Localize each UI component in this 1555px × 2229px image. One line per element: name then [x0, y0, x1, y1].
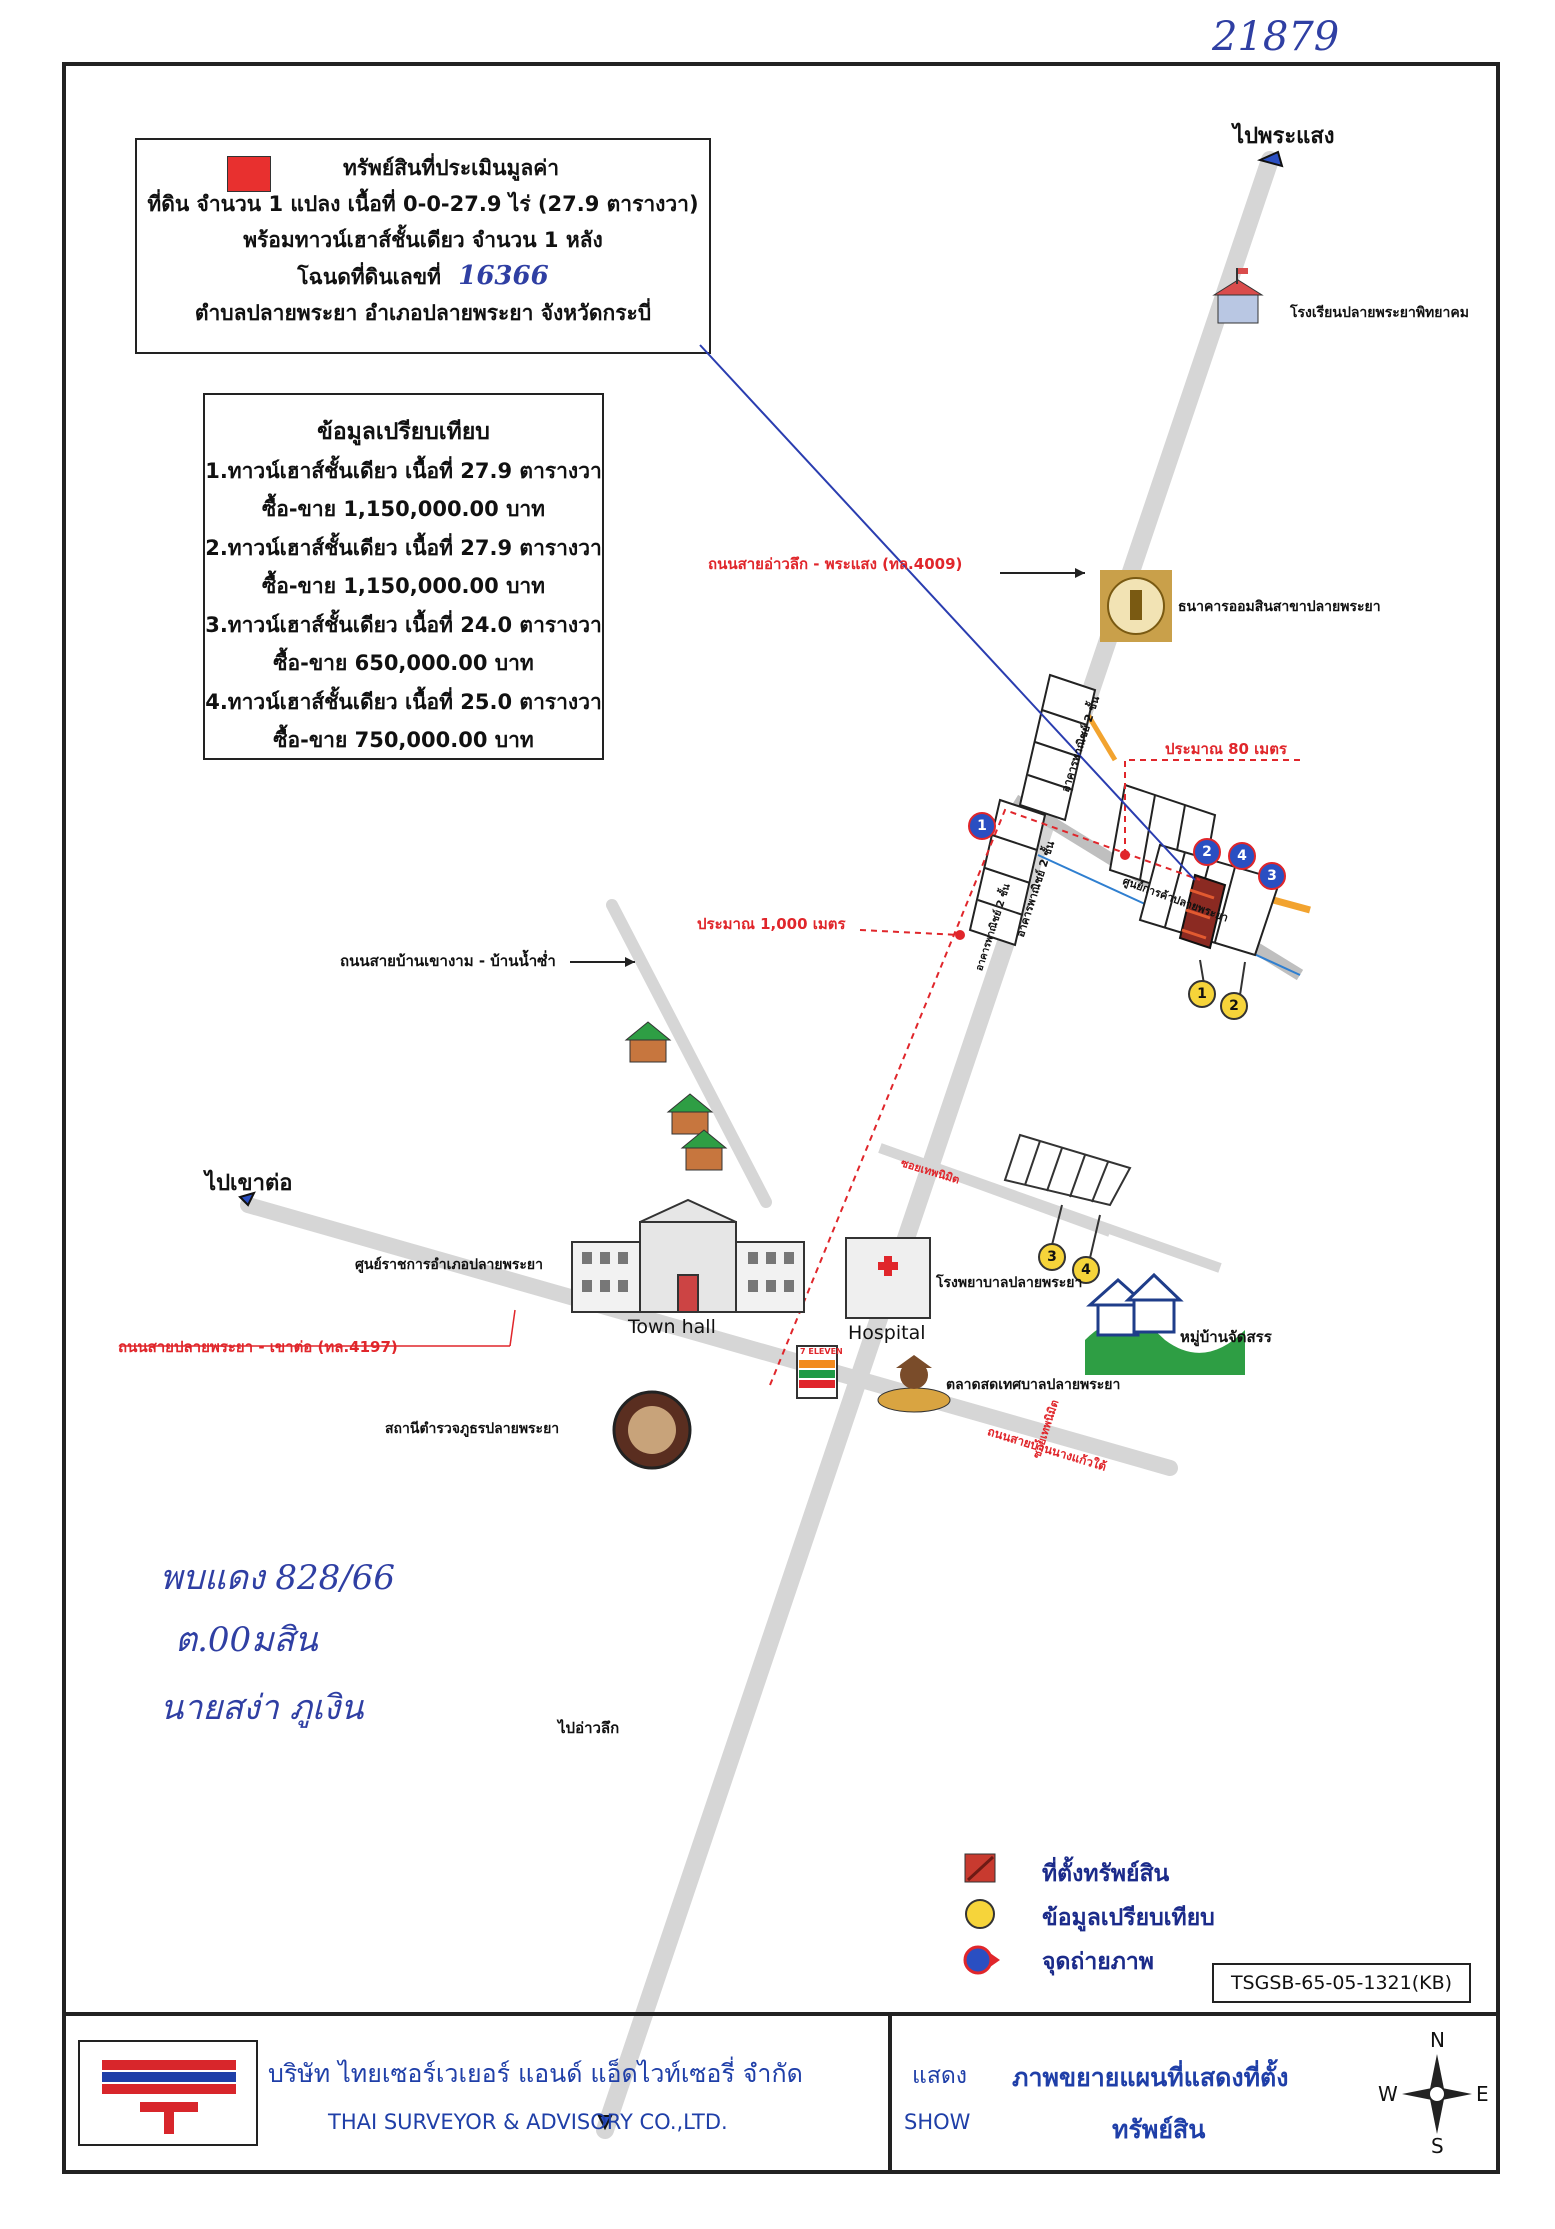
- village-label: หมู่บ้านจัดสรร: [1180, 1328, 1272, 1346]
- comparison-pin-3: 3: [1038, 1243, 1066, 1271]
- property-line-3: โฉนดที่ดินเลขที่ 16366: [137, 258, 709, 295]
- west-road: [240, 1197, 1178, 1476]
- property-line-2: พร้อมทาวน์เฮาส์ชั้นเดียว จำนวน 1 หลัง: [243, 228, 603, 252]
- dest-north-label: ไปพระแสง: [1233, 124, 1335, 149]
- village-icon: [1085, 1272, 1245, 1375]
- show-label-en: SHOW: [904, 2110, 971, 2134]
- footer-bar: บริษัท ไทยเซอร์เวเยอร์ แอนด์ แอ็ดไวท์เซอ…: [62, 2012, 1500, 2174]
- comparison-item-4-price: ซื้อ-ขาย 750,000.00 บาท: [273, 728, 534, 752]
- company-logo: [78, 2040, 258, 2146]
- distance-1000-pointer: [859, 929, 961, 936]
- handwritten-file-number: 21879: [1212, 14, 1340, 60]
- compass-south: S: [1431, 2134, 1444, 2158]
- town-hall-building: [571, 1198, 805, 1313]
- west-destination-marker: [238, 1191, 256, 1207]
- compass-rose-icon: N S E W: [1378, 2028, 1492, 2158]
- reference-code: TSGSB-65-05-1321(KB): [1212, 1963, 1471, 2003]
- legend-comparison-label: ข้อมูลเปรียบเทียบ: [1042, 1905, 1215, 1931]
- market-label: ตลาดสดเทศบาลปลายพระยา: [946, 1377, 1121, 1393]
- legend-property-label: ที่ตั้งทรัพย์สิน: [1042, 1861, 1170, 1887]
- legend-photo-icon: [963, 1945, 993, 1975]
- town-hall-windows: [582, 1252, 794, 1292]
- deed-number: 16366: [458, 261, 549, 291]
- east-road-2: [878, 1143, 1112, 1237]
- hospital-label: Hospital: [848, 1322, 926, 1344]
- comparison-item-3-price: ซื้อ-ขาย 650,000.00 บาท: [273, 651, 534, 675]
- distance-80-pointer: [1124, 759, 1300, 855]
- deed-label: โฉนดที่ดินเลขที่: [297, 265, 441, 289]
- hospital-th-label: โรงพยาบาลปลายพระยา: [936, 1275, 1083, 1291]
- distance-80-label: ประมาณ 80 เมตร: [1165, 740, 1287, 758]
- map-title-line-2: ทรัพย์สิน: [1112, 2115, 1206, 2144]
- district-office-label: ศูนย์ราชการอำเภอปลายพระยา: [355, 1257, 543, 1273]
- legend-photo-label: จุดถ่ายภาพ: [1042, 1949, 1154, 1975]
- comparison-title: ข้อมูลเปรียบเทียบ: [317, 419, 490, 445]
- hospital-building: [845, 1237, 931, 1319]
- footer-divider-1: [888, 2016, 892, 2174]
- distance-1000-label: ประมาณ 1,000 เมตร: [697, 915, 846, 933]
- bank-logo-icon: [1100, 570, 1172, 642]
- property-marker-icon: [227, 156, 271, 192]
- route-to-property: [769, 808, 1201, 1386]
- handwritten-note-1: พบแดง 828/66: [160, 1558, 396, 1598]
- north-destination-marker: [1257, 150, 1284, 168]
- comparison-item-1-desc: 1.ทาวน์เฮาส์ชั้นเดียว เนื้อที่ 27.9 ตารา…: [205, 458, 602, 483]
- map-title-line-1: ภาพขยายแผนที่แสดงที่ตั้ง: [1012, 2063, 1289, 2092]
- house-icon-3: [680, 1129, 728, 1171]
- school-icon: [1212, 268, 1264, 324]
- police-label: สถานีตำรวจภูธรปลายพระยา: [385, 1421, 560, 1437]
- handwritten-note-3: นายสง่า ภูเงิน: [160, 1688, 364, 1728]
- west-road-label: ถนนสายปลายพระยา - เขาต่อ (ทล.4197): [118, 1338, 398, 1356]
- page-frame: [62, 62, 1500, 2174]
- police-badge-icon: [612, 1390, 692, 1470]
- property-box-title: ทรัพย์สินที่ประเมินมูลค่า: [342, 156, 560, 180]
- comparison-pin-2: 2: [1220, 992, 1248, 1020]
- photo-point-3: 3: [1258, 862, 1286, 890]
- compass-west: W: [1378, 2082, 1398, 2106]
- comparison-pin-1: 1: [1188, 980, 1216, 1008]
- dest-south-label: ไปอ่าวลึก: [558, 1719, 620, 1737]
- school-label: โรงเรียนปลายพระยาพิทยาคม: [1290, 305, 1469, 321]
- company-name-th: บริษัท ไทยเซอร์เวเยอร์ แอนด์ แอ็ดไวท์เซอ…: [268, 2059, 803, 2088]
- main-road-label: ถนนสายอ่าวลึก - พระแสง (ทล.4009): [708, 555, 963, 573]
- branch-road-label: ถนนสายบ้านเขางาม - บ้านน้ำซ่ำ: [340, 952, 556, 970]
- photo-point-1: 1: [968, 812, 996, 840]
- compass-east: E: [1476, 2082, 1489, 2106]
- legend-comparison-icon: [965, 1899, 995, 1929]
- photo-point-4: 4: [1228, 842, 1256, 870]
- subject-property-parcel: [1178, 873, 1227, 950]
- property-line-4: ตำบลปลายพระยา อำเภอปลายพระยา จังหวัดกระบ…: [194, 301, 652, 325]
- handwritten-note-2: ต.00มสิน: [175, 1620, 318, 1660]
- comparison-pin-4: 4: [1072, 1256, 1100, 1284]
- photo-point-2: 2: [1193, 838, 1221, 866]
- show-label-th: แสดง: [912, 2063, 968, 2089]
- townhouse-row-right: [1018, 673, 1097, 822]
- town-hall-label: Town hall: [628, 1316, 716, 1338]
- comparison-item-4-desc: 4.ทาวน์เฮาส์ชั้นเดียว เนื้อที่ 25.0 ตารา…: [205, 689, 602, 714]
- compass-north: N: [1430, 2028, 1445, 2052]
- seven-eleven-label: 7 ELEVEN: [800, 1347, 843, 1356]
- comparison-item-3-desc: 3.ทาวน์เฮาส์ชั้นเดียว เนื้อที่ 24.0 ตารา…: [205, 612, 602, 637]
- comparison-item-1-price: ซื้อ-ขาย 1,150,000.00 บาท: [261, 497, 546, 521]
- dest-west-label: ไปเขาต่อ: [205, 1171, 293, 1196]
- comparison-item-2-price: ซื้อ-ขาย 1,150,000.00 บาท: [261, 574, 546, 598]
- market-icon: [877, 1355, 951, 1413]
- main-road: [596, 151, 1279, 2139]
- comparison-item-2-desc: 2.ทาวน์เฮาส์ชั้นเดียว เนื้อที่ 27.9 ตารา…: [205, 535, 602, 560]
- comparison-townhouses-lower: [1003, 1133, 1132, 1207]
- house-icon-2: [666, 1093, 714, 1135]
- comparison-info-box: ข้อมูลเปรียบเทียบ 1.ทาวน์เฮาส์ชั้นเดียว …: [203, 393, 604, 760]
- property-line-1: ที่ดิน จำนวน 1 แปลง เนื้อที่ 0-0-27.9 ไร…: [147, 192, 699, 216]
- company-name-en: THAI SURVEYOR & ADVISORY CO.,LTD.: [328, 2110, 728, 2134]
- branch-road: [606, 899, 772, 1208]
- soi-road-orange-2: [1085, 713, 1118, 762]
- property-info-box: ทรัพย์สินที่ประเมินมูลค่า ที่ดิน จำนวน 1…: [135, 138, 711, 354]
- south-destination-marker: [597, 2115, 613, 2131]
- townhouse-row-left: [968, 798, 1047, 947]
- house-icon-1: [624, 1021, 672, 1063]
- bank-label: ธนาคารออมสินสาขาปลายพระยา: [1178, 599, 1381, 615]
- seven-eleven-icon: [796, 1345, 838, 1399]
- info-pointer-line: [699, 344, 1196, 881]
